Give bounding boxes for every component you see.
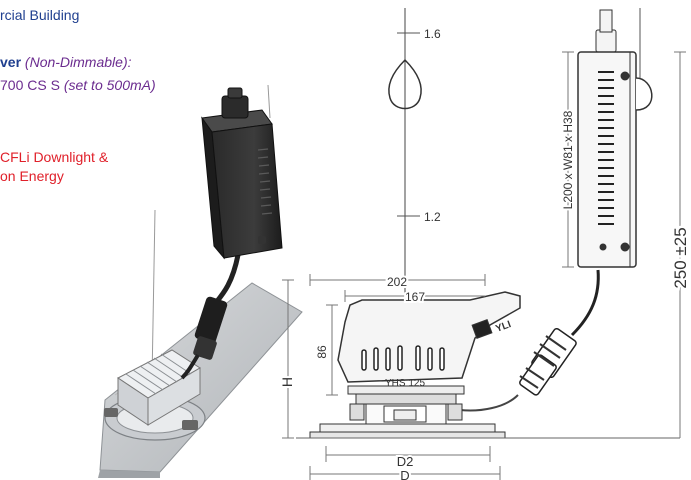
- driver-heading-bold: ver: [0, 54, 22, 70]
- driver-heading: ver (Non-Dimmable):: [0, 55, 132, 69]
- driver-model-setting: (set to 500mA): [59, 77, 156, 93]
- dim-167-label: 167: [405, 290, 425, 304]
- wire-loop: [388, 58, 422, 110]
- driver-drawing: [577, 8, 653, 268]
- product-name-line2: on Energy: [0, 168, 64, 184]
- driver-model: 700 CS S (set to 500mA): [0, 78, 156, 92]
- product-photo: [98, 84, 303, 478]
- photo-connector: [180, 296, 228, 380]
- dim-H-label: H: [279, 377, 295, 387]
- downlight-drawing: [296, 291, 680, 439]
- building-type-text: rcial Building: [0, 7, 80, 23]
- brand-logo-mark: [471, 319, 493, 339]
- dim-202-label: 202: [387, 275, 407, 289]
- photo-driver: [201, 87, 283, 260]
- driver-heading-note: (Non-Dimmable):: [21, 54, 132, 70]
- dim-driver-size-label: L200 x W81 x H38: [561, 110, 575, 209]
- spring-clip-right: [182, 420, 198, 430]
- spring-clip-left: [104, 408, 118, 417]
- dim-D-label: D: [400, 468, 409, 480]
- drawing-cable-lower: [459, 394, 519, 412]
- photo-heatsink: [117, 349, 201, 426]
- heatsink-model-label: YHS 125: [385, 378, 425, 389]
- connector-drawing: [519, 327, 577, 396]
- dim-D2-label: D2: [397, 454, 414, 469]
- dim-1-2-label: 1.2: [424, 210, 441, 224]
- dim-250-label: 250 ±25: [671, 227, 690, 288]
- drawing-cable: [570, 269, 600, 337]
- dim-86-label: 86: [315, 345, 329, 359]
- brand-logo-text: YLI: [494, 319, 513, 335]
- dim-1-6-label: 1.6: [424, 27, 441, 41]
- driver-model-name: 700 CS S: [0, 77, 60, 93]
- photo-suspension-wire: [151, 209, 156, 381]
- technical-drawing: [282, 8, 686, 480]
- product-name-line1: CFLi Downlight &: [0, 149, 109, 165]
